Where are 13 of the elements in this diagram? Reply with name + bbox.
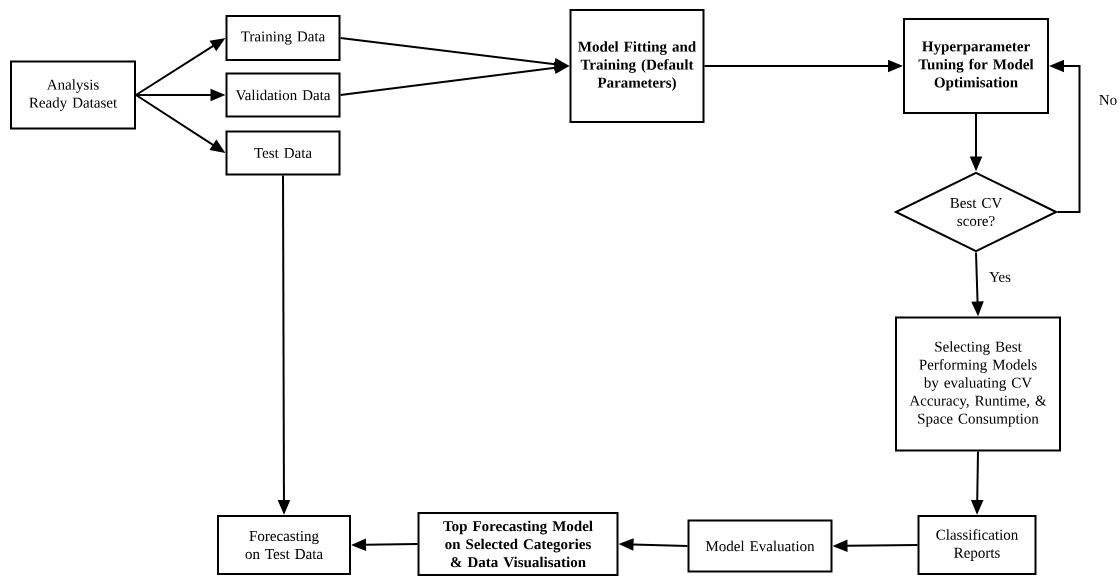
process-box: Model Evaluation xyxy=(687,519,833,573)
edge-label: Yes xyxy=(989,272,1011,282)
process-box: Model Fitting and Training (Default Parameters) xyxy=(569,9,705,123)
process-box: Analysis Ready Dataset xyxy=(10,60,136,130)
process-box: Classification Reports xyxy=(917,515,1037,575)
process-box: Training Data xyxy=(225,15,341,61)
process-box: Selecting Best Performing Models by evaluating CV Accuracy, Runtime, & Space Consumption xyxy=(895,316,1061,452)
process-box: Validation Data xyxy=(225,72,341,118)
edge-label: No xyxy=(1099,95,1117,105)
process-box: Test Data xyxy=(225,130,341,176)
process-box: Forecasting on Test Data xyxy=(217,515,351,575)
process-box: Top Forecasting Model on Selected Categories & Data Visualisation xyxy=(417,512,619,576)
process-box: Hyperparameter Tuning for Model Optimisation xyxy=(903,18,1049,114)
